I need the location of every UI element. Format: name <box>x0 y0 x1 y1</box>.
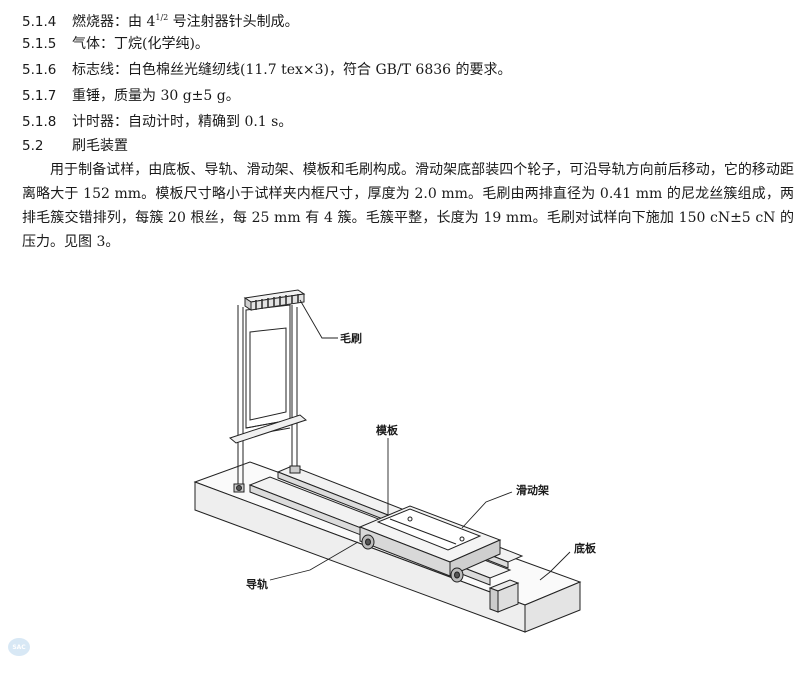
clause-text: 标志线：白色棉丝光缝纫线(11.7 tex×3)，符合 GB/T 6836 的要… <box>72 62 512 78</box>
clause-number: 5.1.4 <box>22 14 57 30</box>
label-brush: 毛刷 <box>340 331 362 345</box>
apparatus-drawing: 毛刷 模板 滑动架 底板 导轨 <box>193 289 597 633</box>
callout-leaders <box>269 299 571 581</box>
clause-number: 5.1.5 <box>22 36 57 52</box>
vertical-frame <box>228 304 308 493</box>
clause-text-pre: 燃烧器：由 4 <box>72 14 156 30</box>
clause-5-1-6: 5.1.6 标志线：白色棉丝光缝纫线(11.7 tex×3)，符合 GB/T 68… <box>22 60 512 80</box>
clause-number: 5.1.7 <box>22 88 57 104</box>
clause-5-1-8: 5.1.8 计时器：自动计时，精确到 0.1 s。 <box>22 112 292 132</box>
clause-5-1-7: 5.1.7 重锤，质量为 30 g±5 g。 <box>22 86 240 106</box>
clause-number: 5.1.8 <box>22 114 57 130</box>
label-carriage: 滑动架 <box>516 483 549 497</box>
figure-brushing-apparatus: 毛刷 模板 滑动架 底板 导轨 <box>150 270 670 670</box>
clause-5-1-4: 5.1.4 燃烧器：由 41/2 号注射器针头制成。 <box>22 8 299 32</box>
end-block <box>488 579 520 613</box>
clause-5-2-heading: 5.2 刷毛装置 <box>22 136 128 156</box>
clause-text: 重锤，质量为 30 g±5 g。 <box>72 88 240 104</box>
label-base: 底板 <box>574 541 597 555</box>
clause-superscript: 1/2 <box>155 13 169 22</box>
body-paragraph: 用于制备试样，由底板、导轨、滑动架、模板和毛刷构成。滑动架底部装四个轮子，可沿导… <box>22 162 794 250</box>
clause-text: 气体：丁烷(化学纯)。 <box>72 36 209 52</box>
brush <box>243 289 306 311</box>
sac-logo: SAC <box>8 638 30 656</box>
clause-text-post: 号注射器针头制成。 <box>168 14 299 30</box>
clause-number: 5.2 <box>22 138 44 154</box>
clause-text: 计时器：自动计时，精确到 0.1 s。 <box>72 114 293 130</box>
clause-number: 5.1.6 <box>22 62 57 78</box>
label-template: 模板 <box>376 423 399 437</box>
slide-carriage <box>358 505 502 583</box>
label-rail: 导轨 <box>246 577 268 591</box>
clause-5-1-5: 5.1.5 气体：丁烷(化学纯)。 <box>22 34 209 54</box>
clause-heading: 刷毛装置 <box>72 138 128 154</box>
